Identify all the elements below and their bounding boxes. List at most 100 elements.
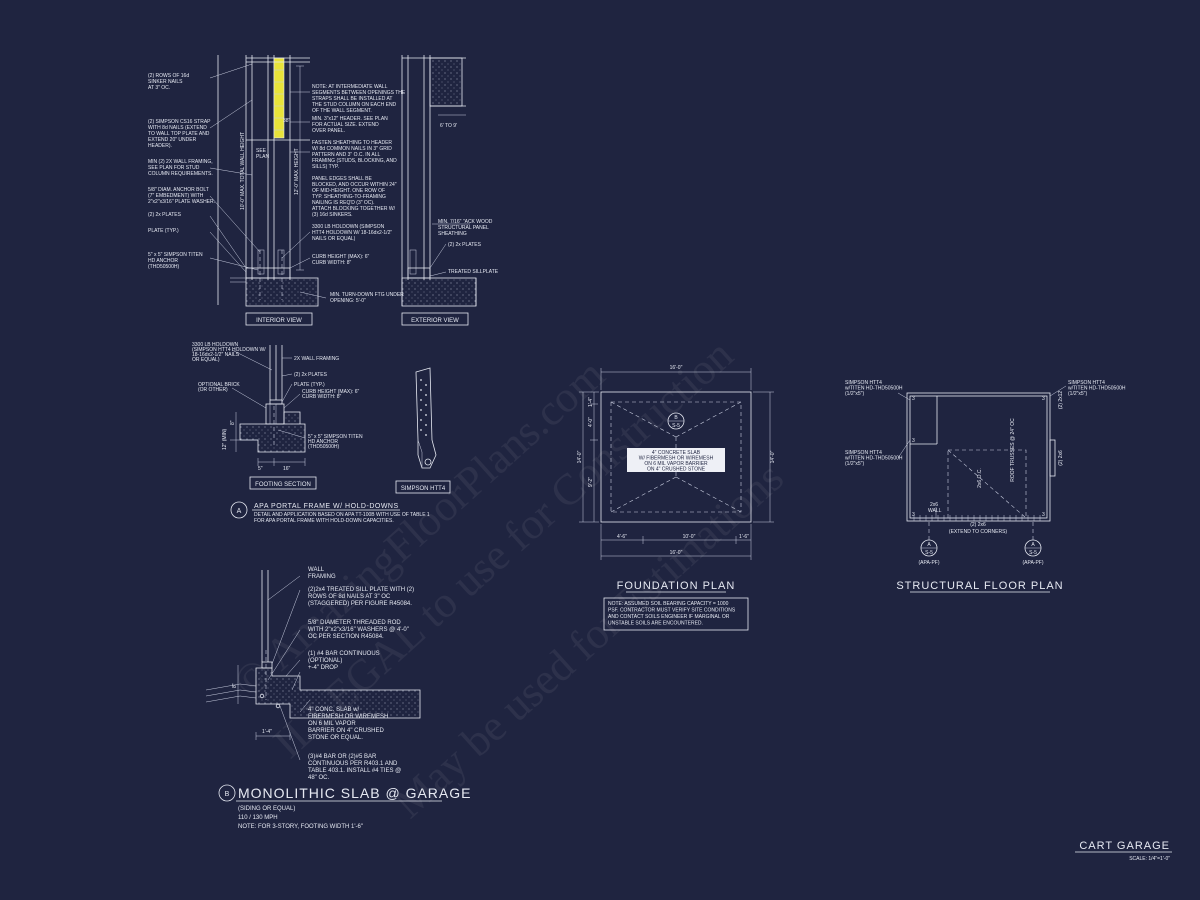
detail-a-sub2: FOR APA PORTAL FRAME WITH HOLD-DOWN CAPA…: [254, 518, 394, 524]
fp-callout-line-2: W/ FIBERMESH OR WIREMESH: [639, 456, 714, 462]
nail-hole: [425, 434, 427, 436]
wall-height-dim: 10'-0" MAX. TOTAL WALL HEIGHT: [240, 132, 246, 210]
fp-bubble-ref: S-5: [672, 423, 680, 429]
wall-center-note-15: BLOCKED, AND OCCUR WITHIN 24": [312, 182, 397, 188]
floor-callout-ml-line-3: (1/2"x5"): [845, 461, 864, 467]
wall-right-note-5: (2) 2x PLATES: [448, 242, 482, 248]
slab-note-19: TABLE 403.1. INSTALL #4 TIES @: [308, 768, 401, 774]
simpson-htt4-detail: SIMPSON HTT4: [395, 367, 451, 494]
footing-right-note-7: HD ANCHOR: [308, 439, 338, 445]
slab-note-15: BARRIER ON 4" CRUSHED: [308, 728, 384, 734]
footing-dim-w1: 5": [258, 466, 263, 472]
wall-left-note-8: HEADER).: [148, 143, 172, 149]
slab-note-6: 5/8" DIAMETER THREADED ROD: [308, 620, 401, 626]
floor-num-1: 3: [912, 396, 915, 402]
wall-left-note-11: COLUMN REQUIREMENTS.: [148, 171, 213, 177]
simpson-htt4-label: SIMPSON HTT4: [401, 486, 446, 492]
detail-a-sub1: DETAIL AND APPLICATION BASED ON APA TT-1…: [254, 512, 430, 518]
slab-note-3: (2)2x4 TREATED SILL PLATE WITH (2): [308, 587, 414, 593]
floor-bubble-ref-right: S-5: [1029, 550, 1037, 556]
wall-center-note-18: NAILING IS REQ'D (3" OC).: [312, 200, 374, 206]
floor-callout-tl-line-2: w/TITEN HD-THD50500H: [845, 386, 903, 392]
fp-callout-line-4: ON 4" CRUSHED STONE: [647, 467, 706, 473]
slab-note-17: (3)#4 BAR OR (2)#5 BAR: [308, 754, 377, 760]
wall-left-note-15: (2) 2x PLATES: [148, 212, 182, 218]
wall-center-note-17: TYP. SHEATHING-TO-FRAMING: [312, 194, 386, 200]
structural-floor-plan-title: STRUCTURAL FLOOR PLAN: [896, 580, 1063, 592]
interior-view-label: INTERIOR VIEW: [256, 318, 302, 324]
wall-right-note-6: TREATED SILLPLATE: [448, 269, 499, 275]
wall-left-note-18: HD ANCHOR: [148, 258, 178, 264]
wall-left-note-19: (THD50500H): [148, 264, 179, 270]
floor-callout-ml-line-2: w/TITEN HD-THD50500H: [845, 456, 903, 462]
wall-left-note-9: MIN (2) 2X WALL FRAMING,: [148, 159, 213, 165]
wall-center-note-20: (3) 16d SINKERS.: [312, 212, 353, 218]
slab-note-12: 4" CONC. SLAB w/: [308, 707, 359, 713]
detail-b-line-2: 110 / 130 MPH: [238, 815, 278, 821]
footing-section-detail: 5" 16" 8" 12" (MIN) 3300 LB HOLDOWN(SIMP…: [192, 342, 363, 490]
wall-center-note-21: 3300 LB HOLDOWN (SIMPSON: [312, 224, 385, 230]
slab-note-4: ROWS OF 8d NAILS AT 3" OC: [308, 594, 391, 600]
wall-left-note-12: 5/8" DIAM. ANCHOR BOLT: [148, 187, 209, 193]
footing-dim-w2: 16": [283, 466, 291, 472]
footing-section-label: FOOTING SECTION: [255, 482, 311, 488]
footing-right-note-1: 2X WALL FRAMING: [294, 356, 339, 362]
slab-note-18: CONTINUOUS PER R403.1 AND: [308, 761, 398, 767]
floor-callout-tr-line-3: (1/2"x5"): [1068, 391, 1087, 397]
slab-note-20: 48" OC.: [308, 775, 329, 781]
fp-callout-line-3: ON 6 MIL VAPOR BARRIER: [644, 461, 708, 467]
wall-center-note-16: OF MID-HEIGHT. ONE ROW OF: [312, 188, 385, 194]
footing-left-note-5: OPTIONAL BRICK: [198, 382, 240, 388]
fp-left-dim-2: 4'-0": [588, 417, 594, 427]
slab-note-11: +-4" DROP: [308, 665, 338, 671]
fp-left-dim-3: 9'-2": [588, 477, 594, 487]
fp-note: NOTE: ASSUMED SOIL BEARING CAPACITY = 10…: [608, 601, 736, 627]
wall-center-note-10: W/ 8d COMMON NAILS IN 3" GRID: [312, 146, 392, 152]
floor-bubble-letter-right: A: [1031, 542, 1035, 548]
foundation-plan: 16'-0" 4'-6" 10'-0" 1'-6" 16'-0" 1'-4" 4…: [577, 365, 776, 631]
footing-left-notes: 3300 LB HOLDOWN(SIMPSON HTT4 HOLDOWN W/1…: [192, 342, 266, 393]
wall-left-note-17: 5" x 5" SIMPSON TITEN: [148, 252, 203, 258]
floor-callout-ml-line-1: SIMPSON HTT4: [845, 450, 882, 456]
slab-note-14: ON 6 MIL VAPOR: [308, 721, 356, 727]
wall-center-note-19: ATTACH BLOCKING TOGETHER W/: [312, 206, 396, 212]
foundation-plan-title: FOUNDATION PLAN: [617, 580, 736, 592]
floor-num-5: 3: [1042, 512, 1045, 518]
footing-left-note-2: (SIMPSON HTT4 HOLDOWN W/: [192, 347, 266, 353]
slab-note-5: (STAGGERED) PER FIGURE R45084.: [308, 601, 412, 607]
fp-note-line-2: PSF. CONTRACTOR MUST VERIFY SITE CONDITI…: [608, 608, 736, 614]
floor-callout-tl-line-1: SIMPSON HTT4: [845, 380, 882, 386]
wall-left-note-10: SEE PLAN FOR STUD: [148, 165, 200, 171]
exterior-view-label: EXTERIOR VIEW: [411, 318, 459, 324]
nail-hole: [420, 429, 422, 431]
floor-bubble-sub-right: (APA-PF): [1022, 560, 1043, 566]
nail-hole: [425, 414, 427, 416]
wall-center-note-14: PANEL EDGES SHALL BE: [312, 176, 373, 182]
wall-left-note-16: PLATE (TYP.): [148, 228, 179, 234]
wall-left-note-14: 2"x2"x3/16" PLATE WASHER.: [148, 199, 215, 205]
header-dim: 38": [283, 118, 291, 124]
fp-left-dim-1: 1'-4": [588, 397, 594, 407]
detail-b-line-1: (SIDING OR EQUAL): [238, 806, 295, 812]
footing-right-note-6: 5" x 5" SIMPSON TITEN: [308, 434, 363, 440]
see-plan-1: SEE: [256, 148, 267, 154]
footing-right-note-3: PLATE (TYP.): [294, 382, 325, 388]
footing-left-note-1: 3300 LB HOLDOWN: [192, 342, 239, 348]
floor-wall-note-1: 2x6: [930, 502, 938, 508]
nail-hole: [420, 419, 422, 421]
footing-right-note-4: CURB HEIGHT (MAX): 6": [302, 389, 359, 395]
detail-a-bubble: A: [237, 508, 242, 515]
fp-right-dim: 14'-0": [770, 450, 776, 463]
wall-center-note-24: CURB HEIGHT (MAX): 6": [312, 254, 369, 260]
floor-callout-tr-line-2: w/TITEN HD-THD50500H: [1068, 386, 1126, 392]
wall-center-note-23: NAILS OR EQUAL): [312, 236, 356, 242]
slab-note-16: STONE OR EQUAL.: [308, 735, 363, 741]
nail-hole: [425, 394, 427, 396]
fp-bottom-part-3: 1'-6": [739, 534, 749, 540]
footing-dim-d2: 12" (MIN): [222, 428, 228, 450]
